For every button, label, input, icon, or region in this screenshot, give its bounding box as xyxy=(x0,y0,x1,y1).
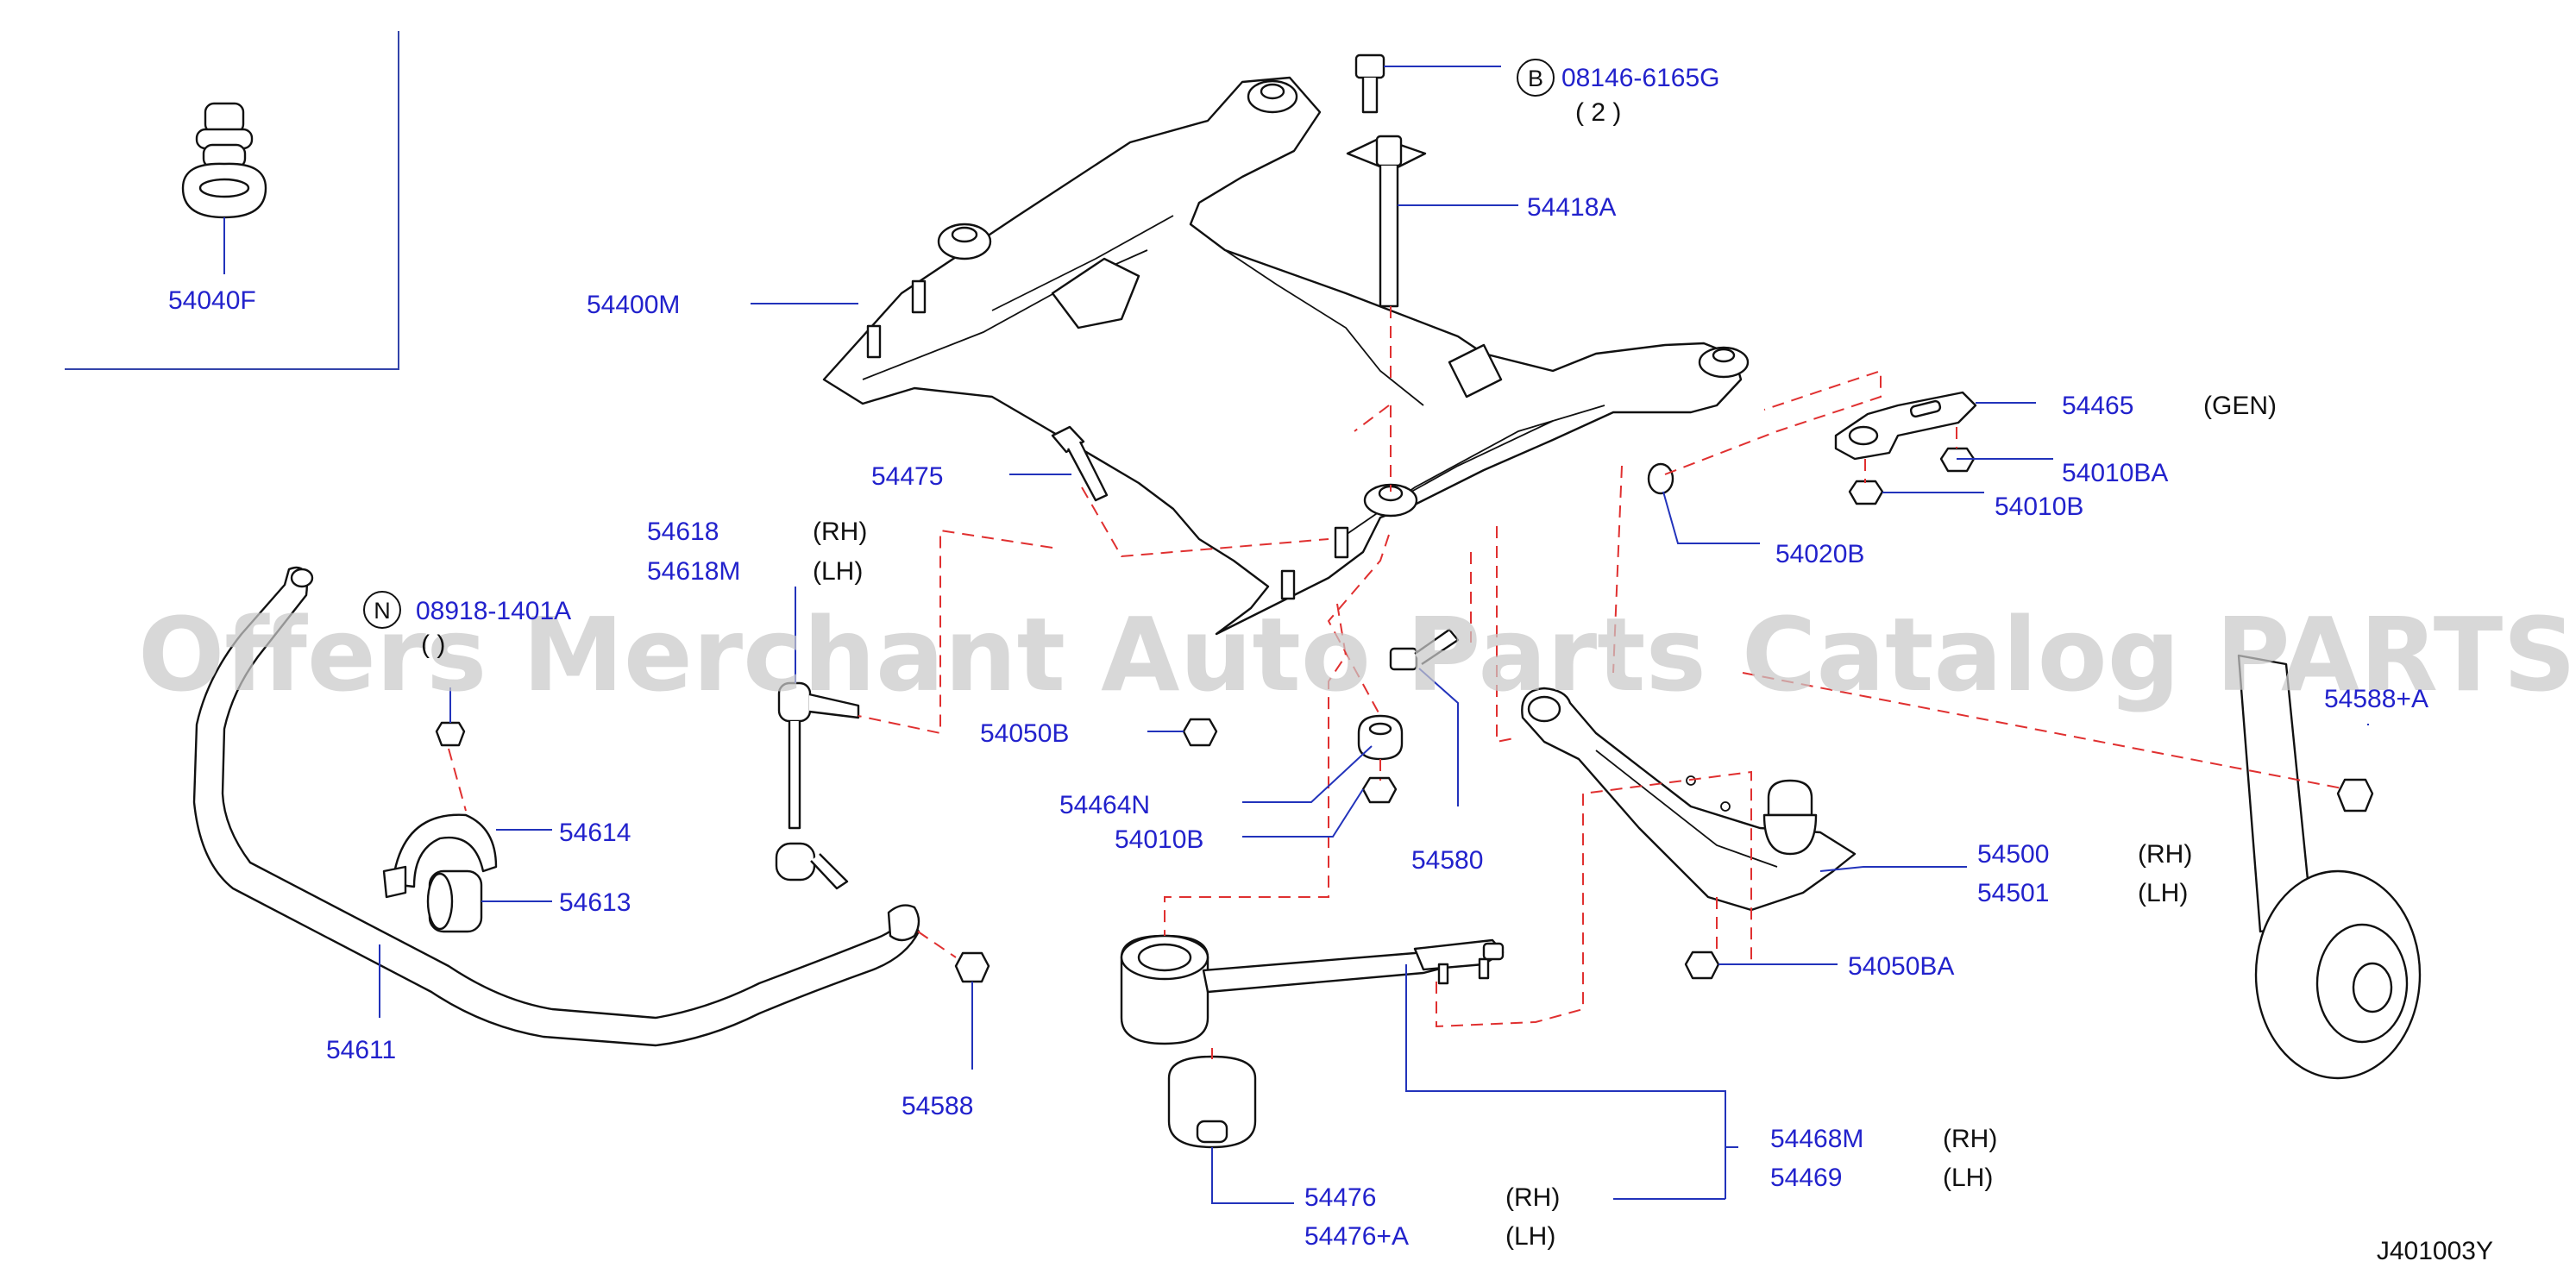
watermark-text: Offers Merchant Auto Parts Catalog PARTS… xyxy=(138,595,2576,714)
label-54613[interactable]: 54613 xyxy=(559,888,631,917)
part-54465-bracket xyxy=(1834,391,1977,461)
part-54400m-crossmember xyxy=(822,76,1750,636)
label-54050b[interactable]: 54050B xyxy=(980,719,1069,748)
label-54469-side: (LH) xyxy=(1943,1164,1993,1192)
part-54588a-nut xyxy=(2336,778,2374,813)
label-54400m[interactable]: 54400M xyxy=(587,291,680,319)
part-54418a-stud xyxy=(1346,135,1427,308)
label-54465[interactable]: 54465 xyxy=(2062,392,2133,420)
label-54580[interactable]: 54580 xyxy=(1411,846,1483,875)
label-54614[interactable]: 54614 xyxy=(559,819,631,847)
label-54468m[interactable]: 54468M xyxy=(1770,1125,1863,1153)
label-54501-side: (LH) xyxy=(2138,879,2188,907)
label-54418a[interactable]: 54418A xyxy=(1527,193,1616,222)
part-54580-bolt xyxy=(1389,628,1460,671)
inset-frame xyxy=(65,31,399,370)
label-54010ba[interactable]: 54010BA xyxy=(2062,459,2168,487)
part-54040f-drawing xyxy=(181,102,267,219)
callout-b-letter: B xyxy=(1528,66,1543,91)
assembly-dash-lines xyxy=(448,306,2347,1059)
part-54010b-mid-nut xyxy=(1361,776,1398,804)
part-54020b-nut xyxy=(1647,462,1674,495)
part-54475-bolt xyxy=(1051,425,1109,502)
label-54465-note: (GEN) xyxy=(2203,392,2277,420)
label-54476a[interactable]: 54476+A xyxy=(1304,1222,1409,1251)
part-54500-lower-arm xyxy=(1521,687,1857,912)
part-54050ba-nut xyxy=(1684,951,1720,980)
label-54618[interactable]: 54618 xyxy=(647,518,719,546)
label-54501[interactable]: 54501 xyxy=(1977,879,2049,907)
label-54468m-side: (RH) xyxy=(1943,1125,1997,1153)
part-54468m-rod xyxy=(1120,934,1505,1045)
part-hub-disc xyxy=(2237,654,2422,1080)
part-54613-bushing xyxy=(426,869,483,933)
part-54614-clamp xyxy=(382,813,498,899)
label-08918-qty: ( ) xyxy=(421,631,445,659)
label-54618-side: (RH) xyxy=(813,518,867,546)
label-54050ba[interactable]: 54050BA xyxy=(1848,952,1954,981)
label-54611[interactable]: 54611 xyxy=(326,1036,396,1064)
label-08146-6165g[interactable]: 08146-6165G xyxy=(1561,64,1720,92)
label-54010b-mid[interactable]: 54010B xyxy=(1115,825,1203,854)
diagram-code: J401003Y xyxy=(2377,1237,2493,1265)
part-08918-nut xyxy=(435,721,466,747)
leader-lines xyxy=(223,66,2369,1204)
label-54476[interactable]: 54476 xyxy=(1304,1183,1376,1212)
label-54040f[interactable]: 54040F xyxy=(168,286,256,315)
callout-n: N xyxy=(363,591,401,629)
part-54050b-nut xyxy=(1182,718,1218,747)
part-54010b-top-nut xyxy=(1848,480,1884,505)
label-54010b-top[interactable]: 54010B xyxy=(1995,493,2083,521)
label-08918-1401a[interactable]: 08918-1401A xyxy=(416,597,571,625)
label-54588a[interactable]: 54588+A xyxy=(2324,685,2428,713)
label-54618m-side: (LH) xyxy=(813,557,863,586)
label-08146-qty: ( 2 ) xyxy=(1575,98,1621,127)
callout-b: B xyxy=(1517,59,1555,97)
label-54475[interactable]: 54475 xyxy=(871,462,943,491)
part-54618-link xyxy=(775,681,860,890)
callout-n-letter: N xyxy=(374,598,391,624)
label-54618m[interactable]: 54618M xyxy=(647,557,740,586)
label-54500-side: (RH) xyxy=(2138,840,2192,869)
part-54476-bushing xyxy=(1167,1055,1257,1149)
part-54588-nut xyxy=(954,951,990,983)
label-54500[interactable]: 54500 xyxy=(1977,840,2049,869)
label-54469[interactable]: 54469 xyxy=(1770,1164,1842,1192)
part-08146-bolt xyxy=(1354,53,1385,114)
label-54020b[interactable]: 54020B xyxy=(1775,540,1864,568)
label-54464n[interactable]: 54464N xyxy=(1059,791,1150,819)
label-54588[interactable]: 54588 xyxy=(902,1092,973,1120)
label-54476a-side: (LH) xyxy=(1505,1222,1555,1251)
label-54476-side: (RH) xyxy=(1505,1183,1560,1212)
part-54611-stabilizer-bar xyxy=(192,566,920,1047)
